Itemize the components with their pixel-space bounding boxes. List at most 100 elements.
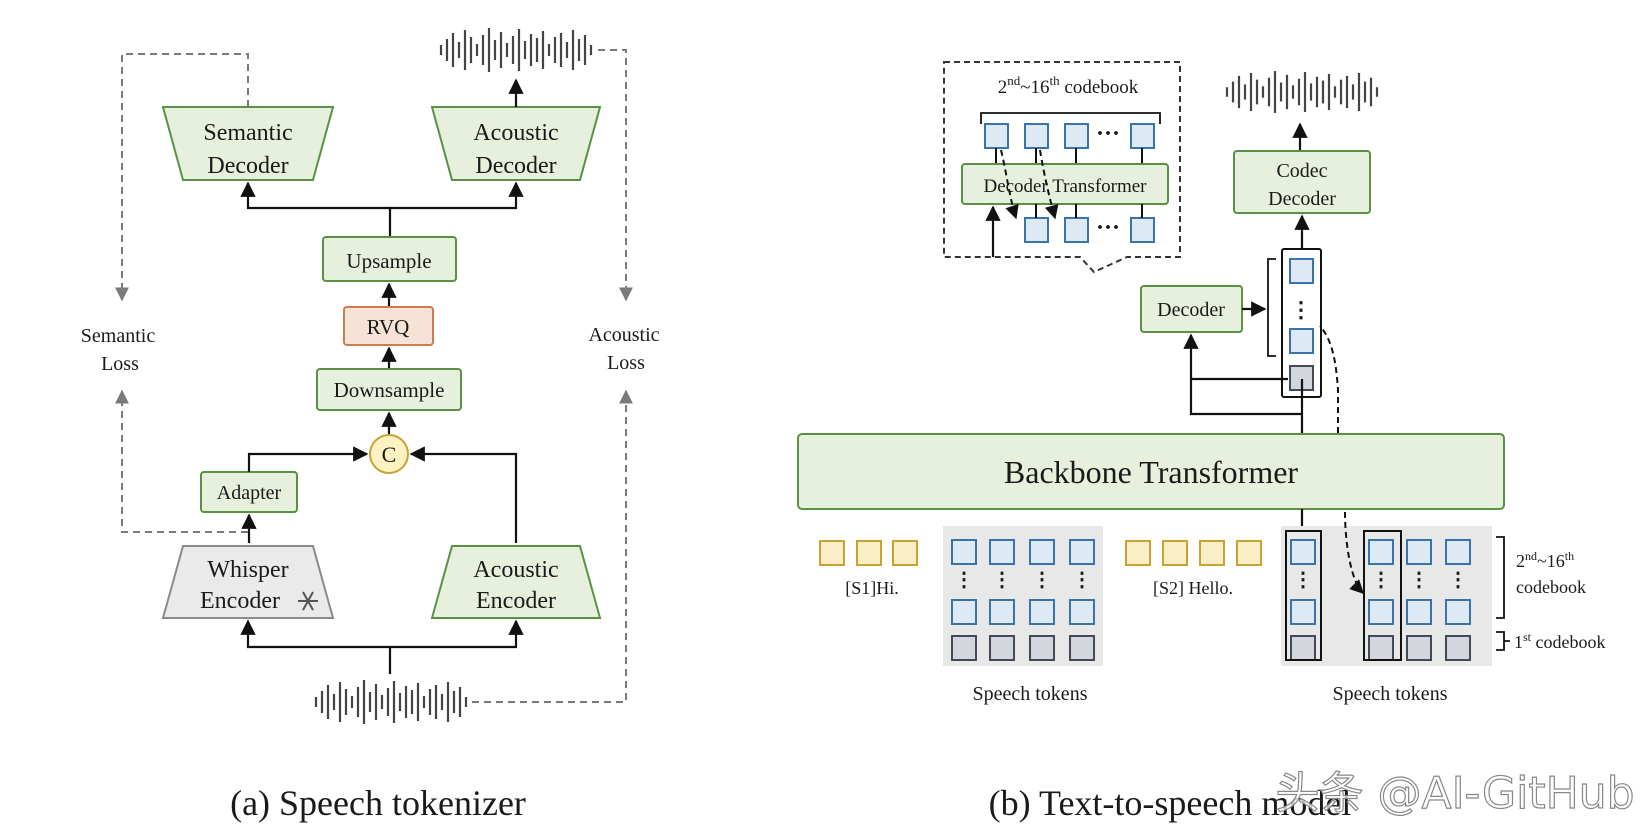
decoder-label: Decoder (1157, 299, 1225, 321)
watermark: 头条 @AI-GitHub (1275, 768, 1634, 819)
decoder-block: Decoder (1140, 285, 1243, 333)
acoustic-encoder-label-2: Encoder (476, 588, 556, 614)
speech-token-high (989, 599, 1015, 625)
acoustic-loss-label-2: Loss (607, 352, 645, 374)
speech-token-base (1368, 635, 1394, 661)
text-tokens-s1 (819, 540, 918, 566)
callout-output-tokens (984, 123, 1155, 164)
caption-b: (b) Text-to-speech model (989, 783, 1352, 823)
speech-token-vdots: ⋮ (1371, 569, 1391, 591)
callout-top-ellipsis: ··· (1096, 121, 1120, 147)
speech-token-base (1069, 635, 1095, 661)
decoder-transformer-label: Decoder Transformer (983, 176, 1147, 197)
input-waveform-icon (314, 680, 468, 724)
text-tokens-s2 (1125, 540, 1262, 566)
acoustic-loss-label-1: Acoustic (588, 324, 659, 346)
callout-input-token (1130, 217, 1155, 243)
speech-token-high (1368, 539, 1394, 565)
text-s1-label: [S1]Hi. (845, 578, 899, 598)
acoustic-encoder-label-1: Acoustic (473, 557, 558, 583)
semantic-decoder-label-1: Semantic (203, 120, 292, 146)
upsample-label: Upsample (346, 249, 431, 273)
speech-token-high (1445, 539, 1471, 565)
adapter-label: Adapter (217, 482, 282, 504)
acoustic-decoder: Acoustic Decoder (430, 106, 602, 181)
whisper-encoder-label-1: Whisper (207, 557, 288, 583)
speech-token-high (989, 539, 1015, 565)
codebook-1-label: 1st codebook (1514, 630, 1606, 652)
text-token (1236, 540, 1262, 566)
speech-token-high (1290, 599, 1316, 625)
speech-token-vdots: ⋮ (1409, 569, 1429, 591)
speech-token-vdots: ⋮ (1072, 569, 1092, 591)
speech-token-base (989, 635, 1015, 661)
codec-decoder-label-2: Decoder (1268, 188, 1336, 210)
callout-input-token (1024, 217, 1049, 243)
acoustic-decoder-label-1: Acoustic (473, 120, 558, 146)
callout-output-token (1064, 123, 1089, 149)
speech-token-base (1029, 635, 1055, 661)
speech-token-high (951, 539, 977, 565)
concat-label: C (382, 442, 397, 467)
semantic-decoder-label-2: Decoder (207, 153, 288, 179)
downsample-label: Downsample (334, 378, 445, 402)
text-token (892, 540, 918, 566)
speech-token-base (1445, 635, 1471, 661)
callout-bottom-ellipsis: ··· (1096, 215, 1120, 241)
tts-model-panel: 2nd~16th codebook ··· Decoder Transforme… (797, 61, 1635, 823)
caption-a: (a) Speech tokenizer (230, 783, 526, 823)
downsample-block: Downsample (316, 368, 462, 411)
text-token (1199, 540, 1225, 566)
speech-token-high (1069, 539, 1095, 565)
output-waveform-icon (439, 28, 593, 72)
speech-token-high (1069, 599, 1095, 625)
speech-token-base (1290, 635, 1316, 661)
callout-input-token (1064, 217, 1089, 243)
speech-token-high (1029, 599, 1055, 625)
speech-token-high (1290, 539, 1316, 565)
semantic-loss-label-2: Loss (101, 353, 139, 375)
callout-output-token (1130, 123, 1155, 149)
callout-input-tokens (1024, 204, 1155, 243)
speech-token-base (1406, 635, 1432, 661)
concat-node: C (369, 434, 409, 474)
codebook-2-16-label: 2nd~16th (1516, 549, 1574, 571)
backbone-transformer-label: Backbone Transformer (1004, 454, 1299, 490)
speech-token-vdots: ⋮ (954, 569, 974, 591)
speech-token-vdots: ⋮ (992, 569, 1012, 591)
speech-token-high (1406, 539, 1432, 565)
speech-tokens-2-label: Speech tokens (1333, 683, 1448, 705)
backbone-transformer-block: Backbone Transformer (797, 433, 1505, 510)
speech-token-high (951, 599, 977, 625)
snowflake-icon (298, 591, 318, 611)
codebook-2-16-label-2: codebook (1516, 577, 1586, 597)
whisper-encoder-label-2: Encoder (200, 588, 280, 614)
speech-token-high (1445, 599, 1471, 625)
speech-token-vdots: ⋮ (1032, 569, 1052, 591)
speech-token-high (1029, 539, 1055, 565)
text-token (819, 540, 845, 566)
speech-token-high (1406, 599, 1432, 625)
acoustic-encoder: Acoustic Encoder (430, 545, 602, 619)
speech-tokenizer-panel: Semantic Decoder Acoustic Decoder Upsamp… (81, 28, 660, 823)
text-s2-label: [S2] Hello. (1153, 578, 1233, 598)
codec-decoder-label-1: Codec (1276, 160, 1327, 182)
decoder-transformer-block: Decoder Transformer (961, 163, 1169, 205)
rvq-block: RVQ (343, 306, 434, 346)
text-token (1125, 540, 1151, 566)
speech-tokens-grid-1: ⋮ ⋮ ⋮ ⋮ (951, 539, 1095, 661)
callout-output-token (1024, 123, 1049, 149)
semantic-loss-label-1: Semantic (81, 325, 156, 347)
speech-token-base (951, 635, 977, 661)
codec-decoder-block: Codec Decoder (1233, 150, 1371, 214)
text-token (1162, 540, 1188, 566)
speech-tokens-1-label: Speech tokens (973, 683, 1088, 705)
tts-output-waveform-icon (1225, 71, 1379, 113)
speech-tokens-grid-2: ⋮⋮⋮⋮ (1290, 539, 1471, 661)
speech-token-vdots: ⋮ (1448, 569, 1468, 591)
frame-vdots: ⋮ (1290, 297, 1312, 322)
upsample-block: Upsample (322, 236, 457, 282)
whisper-encoder: Whisper Encoder (161, 545, 335, 619)
speech-token-high (1368, 599, 1394, 625)
